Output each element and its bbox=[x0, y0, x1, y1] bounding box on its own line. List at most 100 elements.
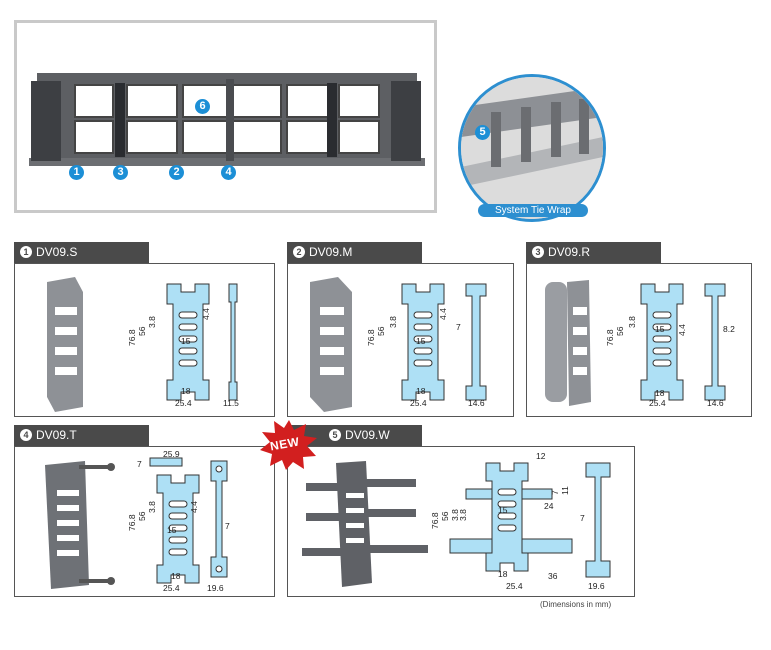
dv09w-front-view bbox=[449, 462, 573, 572]
callout-5: 5 bbox=[475, 125, 490, 140]
dim-w: 7 bbox=[580, 513, 585, 523]
dim-height: 76.8 bbox=[127, 514, 137, 531]
dim-side: 11.5 bbox=[223, 398, 239, 408]
panel-number: 2 bbox=[293, 246, 305, 258]
panel-tab-dv09s: 1 DV09.S bbox=[14, 242, 149, 263]
dim-bottom1: 18 bbox=[181, 386, 191, 396]
panel-tab-dv09t: 4 DV09.T bbox=[14, 425, 149, 446]
dv09r-side-view bbox=[704, 283, 726, 401]
dim-c: 15 bbox=[416, 336, 426, 346]
dim-inner: 56 bbox=[137, 511, 147, 521]
panel-number: 1 bbox=[20, 246, 32, 258]
callout-6: 6 bbox=[195, 99, 210, 114]
dv09s-3d-render bbox=[47, 277, 83, 412]
dimensions-note: (Dimensions in mm) bbox=[540, 600, 612, 609]
dim-bottom1: 18 bbox=[416, 386, 426, 396]
dv09r-front-view bbox=[640, 283, 684, 401]
dim-b: 4.4 bbox=[189, 501, 199, 513]
new-badge: NEW bbox=[260, 420, 318, 470]
dim-c: 15 bbox=[181, 336, 191, 346]
dim-b: 3.8 bbox=[458, 509, 468, 521]
dim-bottom2: 25.4 bbox=[649, 398, 666, 408]
callout-2: 2 bbox=[169, 165, 184, 180]
dim-side: 19.6 bbox=[207, 583, 224, 593]
dim-tw: 7 bbox=[137, 459, 142, 469]
dim-a: 3.8 bbox=[147, 501, 157, 513]
panel-title: DV09.M bbox=[309, 245, 353, 259]
dim-bottom2: 25.4 bbox=[163, 583, 180, 593]
tie-wrap-label: System Tie Wrap bbox=[478, 204, 588, 217]
dim-side: 14.6 bbox=[468, 398, 485, 408]
panel-title: DV09.S bbox=[36, 245, 78, 259]
panel-title: DV09.T bbox=[36, 428, 77, 442]
dim-top: 25.9 bbox=[163, 449, 180, 459]
dim-e: 7 bbox=[550, 490, 560, 495]
tie-wrap-detail: 5 bbox=[458, 74, 606, 222]
dim-b: 4.4 bbox=[201, 308, 211, 320]
dv09t-side-view bbox=[210, 460, 228, 578]
dv09m-3d-render bbox=[310, 277, 352, 412]
tie-wrap-drawing bbox=[461, 77, 603, 219]
dim-f: 11 bbox=[560, 486, 570, 495]
dv09w-3d-render bbox=[302, 461, 428, 587]
dv09s-front-view bbox=[166, 283, 210, 401]
panel-title: DV09.R bbox=[548, 245, 591, 259]
dim-bottom1: 18 bbox=[655, 388, 665, 398]
panel-number: 3 bbox=[532, 246, 544, 258]
dv09t-3d-render bbox=[45, 461, 115, 589]
dim-height: 76.8 bbox=[127, 329, 137, 346]
panel-dv09r: 76.8 56 3.8 4.4 15 8.2 18 25.4 14.6 bbox=[526, 263, 752, 417]
callout-4: 4 bbox=[221, 165, 236, 180]
panel-number: 5 bbox=[329, 429, 341, 441]
dim-a: 3.8 bbox=[388, 316, 398, 328]
callout-3: 3 bbox=[113, 165, 128, 180]
dim-side: 14.6 bbox=[707, 398, 724, 408]
dv09w-side-view bbox=[585, 462, 611, 578]
panel-tab-dv09w: 5 DV09.W bbox=[287, 425, 422, 446]
dim-height: 76.8 bbox=[366, 329, 376, 346]
panel-title: DV09.W bbox=[345, 428, 390, 442]
dim-side: 19.6 bbox=[588, 581, 605, 591]
panel-tab-dv09r: 3 DV09.R bbox=[526, 242, 661, 263]
dim-inner: 56 bbox=[440, 511, 450, 521]
callout-1: 1 bbox=[69, 165, 84, 180]
dim-w: 8.2 bbox=[723, 324, 735, 334]
starburst-icon bbox=[260, 420, 317, 470]
dv09m-side-view bbox=[465, 283, 487, 401]
dim-right: 36 bbox=[548, 571, 558, 581]
dim-height: 76.8 bbox=[605, 329, 615, 346]
dim-height: 76.8 bbox=[430, 512, 440, 529]
dim-c: 15 bbox=[498, 505, 508, 515]
panel-tab-dv09m: 2 DV09.M bbox=[287, 242, 422, 263]
dv09r-3d-render bbox=[545, 280, 591, 406]
dim-c: 15 bbox=[167, 525, 177, 535]
dv09m-front-view bbox=[401, 283, 445, 401]
dv09s-side-view bbox=[228, 283, 238, 401]
dim-w: 7 bbox=[225, 521, 230, 531]
dim-inner: 56 bbox=[615, 326, 625, 336]
panel-dv09t: 25.9 7 76.8 56 3.8 4.4 15 7 18 25.4 19.6 bbox=[14, 446, 275, 597]
dim-bottom1: 18 bbox=[498, 569, 508, 579]
dv09t-front-view bbox=[156, 474, 200, 584]
dim-top: 12 bbox=[536, 451, 546, 461]
dim-bottom1: 18 bbox=[171, 571, 181, 581]
dim-bottom2: 25.4 bbox=[175, 398, 192, 408]
dv09t-top-view bbox=[149, 457, 183, 467]
dim-inner: 56 bbox=[137, 326, 147, 336]
dim-bottom2: 25.4 bbox=[506, 581, 523, 591]
assembly-illustration: 1 3 2 4 6 bbox=[14, 20, 437, 213]
panel-number: 4 bbox=[20, 429, 32, 441]
panel-dv09s: 76.8 56 3.8 4.4 15 18 25.4 11.5 bbox=[14, 263, 275, 417]
dim-c: 15 bbox=[655, 324, 665, 334]
panel-dv09w: 12 7 11 24 76.8 56 3.8 3.8 15 7 18 25.4 … bbox=[287, 446, 635, 597]
dim-b: 4.4 bbox=[438, 308, 448, 320]
dim-inner: 56 bbox=[376, 326, 386, 336]
dim-w: 7 bbox=[456, 322, 461, 332]
cable-carrier-drawing bbox=[29, 73, 425, 166]
dim-a: 3.8 bbox=[147, 316, 157, 328]
dim-g: 24 bbox=[544, 501, 554, 511]
dim-b: 4.4 bbox=[677, 324, 687, 336]
dim-bottom2: 25.4 bbox=[410, 398, 427, 408]
dim-a: 3.8 bbox=[627, 316, 637, 328]
panel-dv09m: 76.8 56 3.8 4.4 15 7 18 25.4 14.6 bbox=[287, 263, 514, 417]
